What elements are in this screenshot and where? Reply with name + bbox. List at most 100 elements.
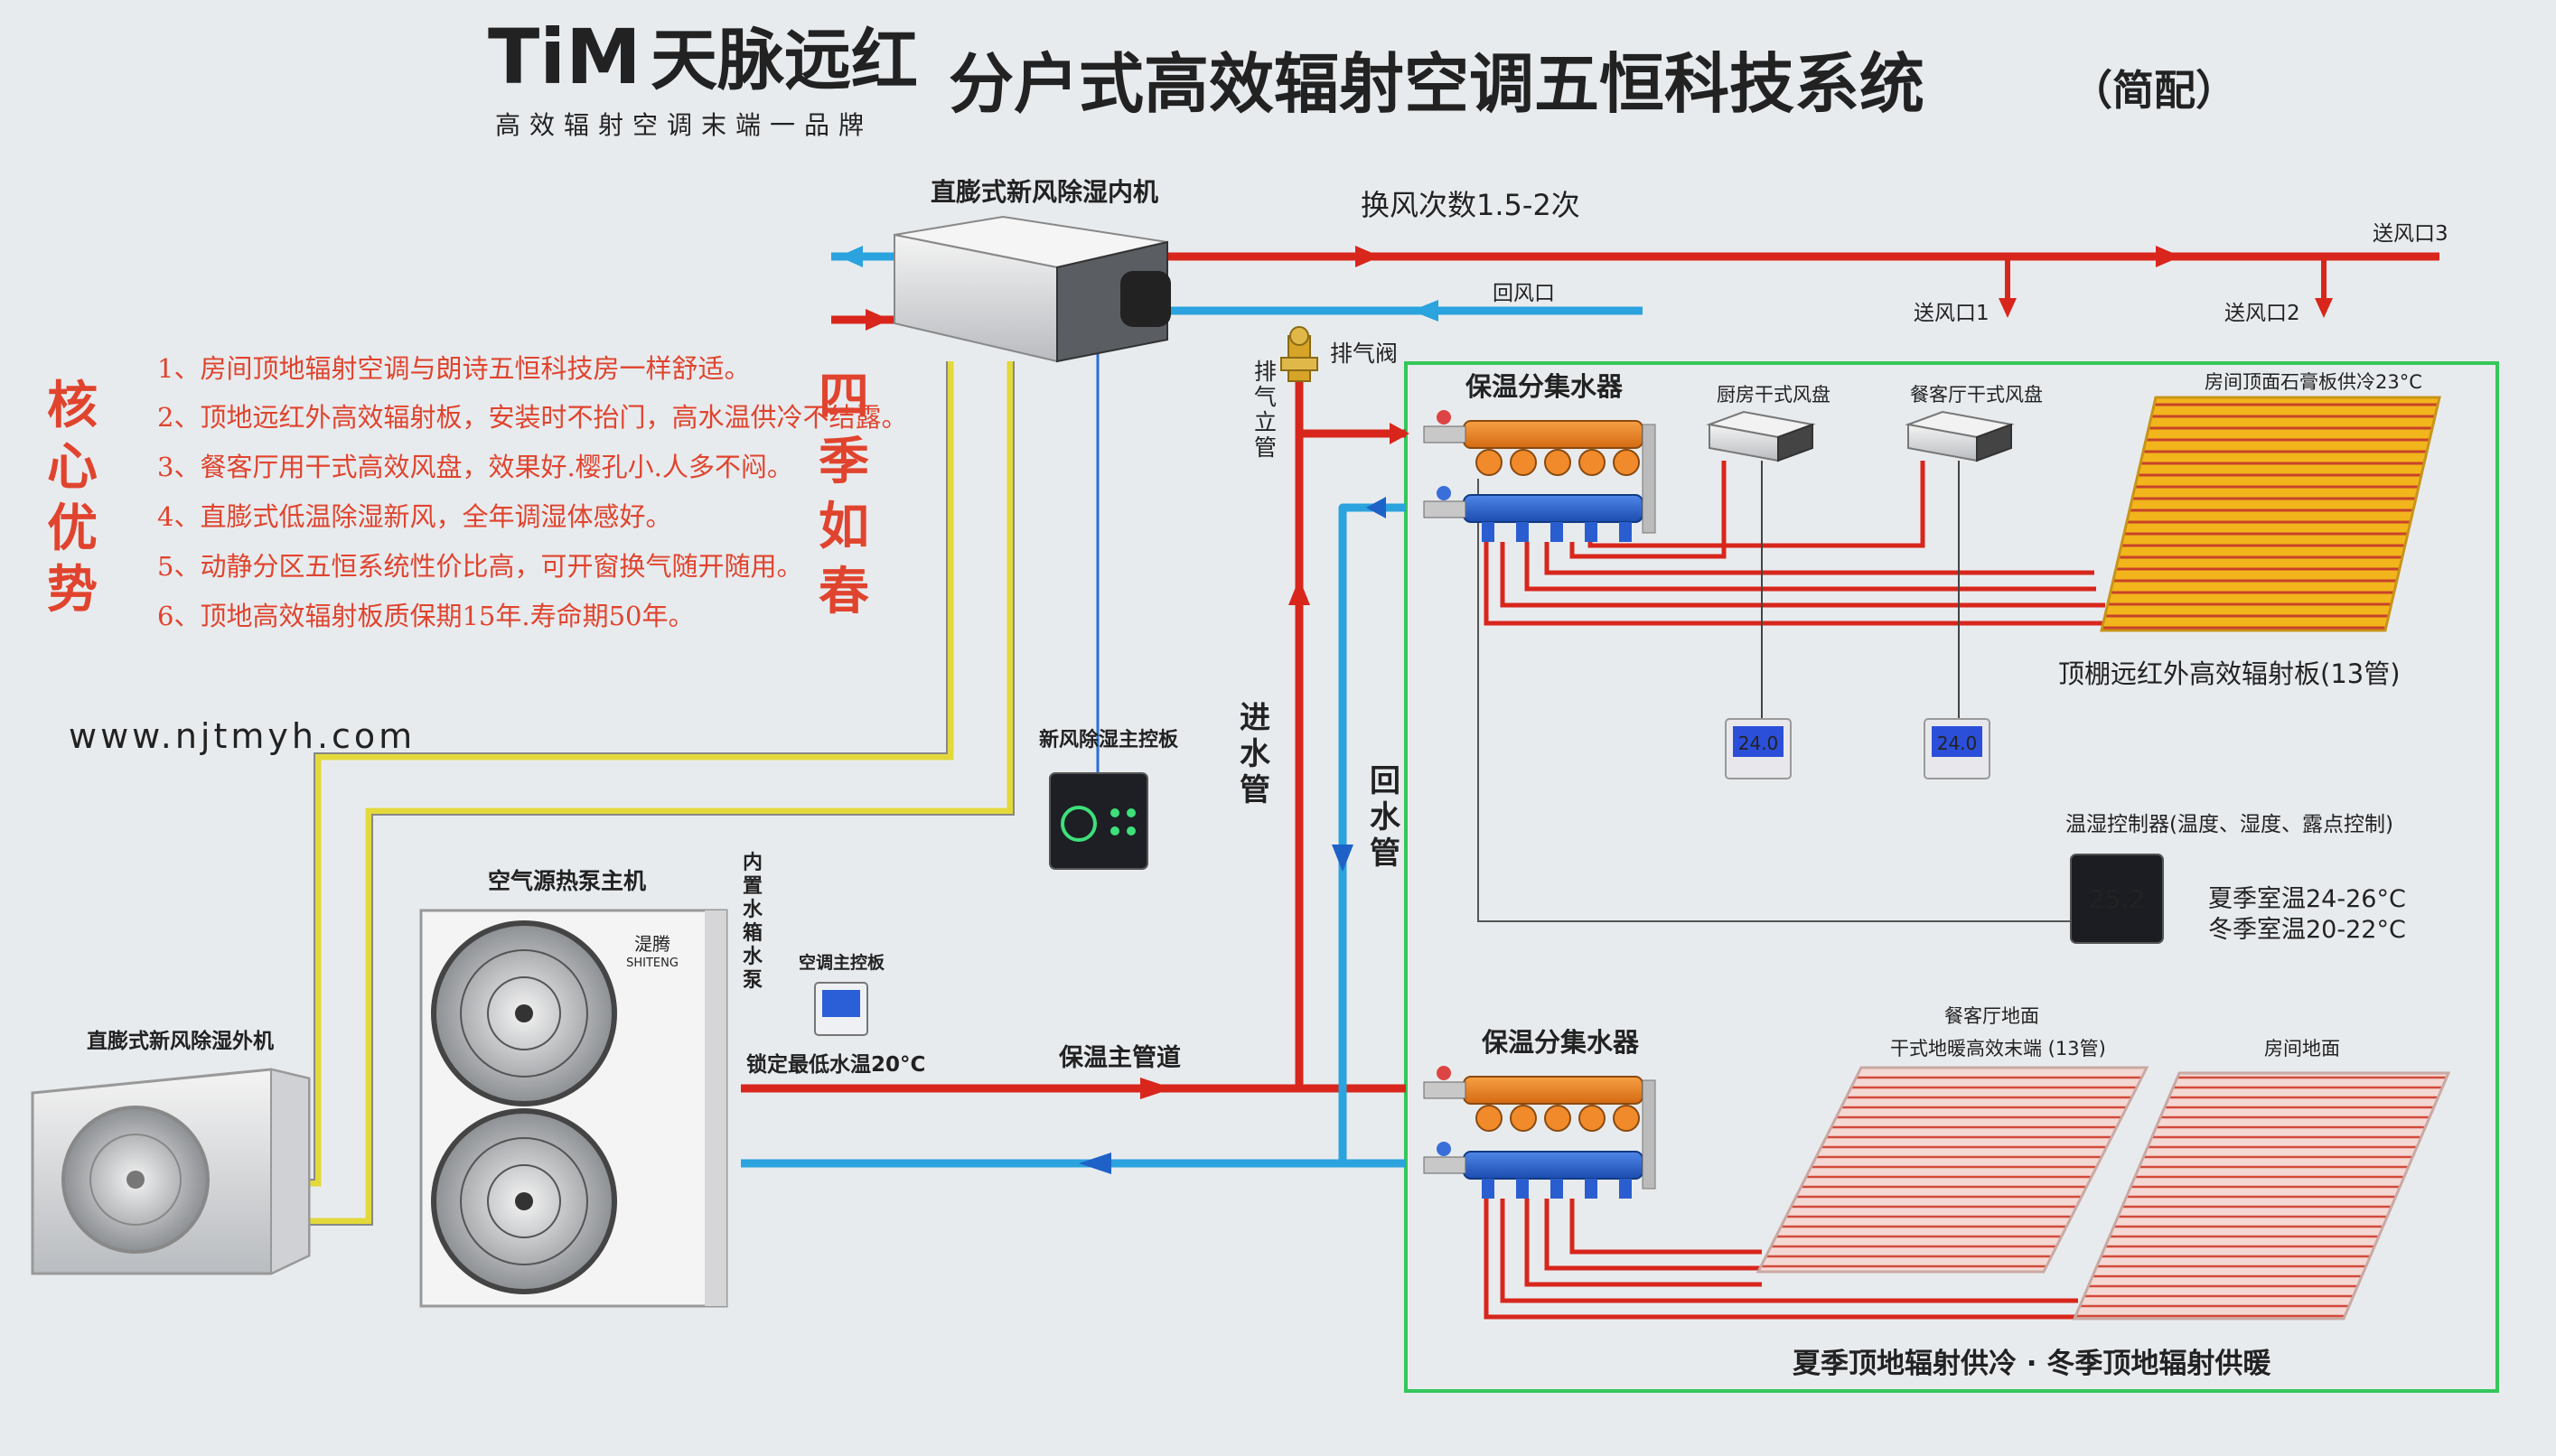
humidity-controller[interactable]: 25.2 (2070, 854, 2164, 944)
dining-fcu-label: 餐客厅干式风盘 (1910, 384, 2043, 406)
outdoor-air-ducts (831, 246, 894, 331)
core-advantages-label: 核 心 优 势 (47, 376, 98, 620)
floor-dry-label: 干式地暖高效末端 (13管) (1890, 1038, 2106, 1059)
supply-water-pipes (741, 379, 1406, 1093)
room-floor-panel (2072, 1071, 2451, 1321)
floor-circuits (1484, 1199, 2078, 1320)
return-pipe-char: 管 (1370, 835, 1400, 872)
fresh-air-control-panel[interactable] (1049, 772, 1148, 870)
controller-display: 25.2 (2089, 884, 2145, 914)
fresh-air-outdoor-unit[interactable] (31, 1068, 311, 1275)
manifold-top[interactable] (1423, 410, 1656, 542)
core-char-3: 优 (47, 499, 98, 558)
return-pipe-label: 回 水 管 (1370, 763, 1401, 872)
signal-cables (307, 361, 1014, 1225)
kitchen-fan-coil[interactable] (1706, 410, 1816, 462)
advantage-item: 6、顶地高效辐射板质保期15年.寿命期50年。 (157, 601, 694, 631)
controller-wire (1477, 479, 2071, 922)
room-floor-label: 房间地面 (2264, 1038, 2340, 1059)
dining-thermostat[interactable]: 24.0 (1924, 718, 1990, 779)
advantages-list: 1、房间顶地辐射空调与朗诗五恒科技房一样舒适。 2、顶地远红外高效辐射板，安装时… (157, 353, 907, 631)
exhaust-valve[interactable] (1280, 326, 1318, 382)
dining-fan-coil[interactable] (1905, 410, 2015, 462)
advantage-item: 4、直膨式低温除湿新风，全年调湿体感好。 (157, 501, 671, 532)
tank-pump-char: 水 (743, 946, 763, 968)
manifold-top-label: 保温分集水器 (1465, 371, 1624, 402)
air-change-label: 换风次数1.5-2次 (1361, 188, 1580, 222)
heat-pump-unit[interactable]: 湜腾 SHITENG (419, 909, 728, 1308)
kitchen-fcu-label: 厨房干式风盘 (1717, 384, 1830, 406)
core-char-1: 核 (47, 376, 98, 435)
thermostat-display: 24.0 (1937, 733, 1978, 754)
season-char-3: 如 (819, 497, 869, 556)
top-circuits (1484, 461, 2109, 626)
min-water-temp-label: 锁定最低水温20°C (746, 1052, 925, 1077)
thermostat-display: 24.0 (1738, 733, 1779, 754)
advantage-item: 1、房间顶地辐射空调与朗诗五恒科技房一样舒适。 (157, 353, 750, 384)
main-pipe-label: 保温主管道 (1058, 1043, 1181, 1072)
winter-temp: 冬季室温20-22°C (2208, 916, 2406, 944)
core-char-4: 势 (47, 560, 98, 620)
logo-latin: TiM (488, 13, 641, 101)
exhaust-pipe-char: 气 (1254, 384, 1277, 410)
season-char-2: 季 (819, 432, 869, 491)
brand-logo: TiM 天脉远红 高效辐射空调末端一品牌 (488, 13, 918, 140)
heat-pump-brand-cn: 湜腾 (634, 933, 670, 955)
indoor-unit-label: 直膨式新风除湿内机 (931, 177, 1158, 207)
advantage-item: 2、顶地远红外高效辐射板，安装时不抬门，高水温供冷不结露。 (157, 402, 907, 433)
logo-chinese: 天脉远红 (651, 22, 918, 99)
fresh-air-indoor-unit[interactable] (894, 215, 1171, 363)
return-vent-label: 回风口 (1493, 282, 1555, 305)
outlet-1-label: 送风口1 (1914, 302, 1990, 325)
core-char-2: 心 (47, 437, 98, 497)
tank-pump-char: 内 (743, 852, 763, 874)
supply-pipe-char: 管 (1240, 772, 1270, 808)
summer-temp: 夏季室温24-26°C (2208, 885, 2406, 913)
pipe-flow-arrows (1079, 423, 1409, 1174)
indoor-zone-border (1404, 361, 2499, 1393)
exhaust-valve-label: 排气阀 (1330, 341, 1398, 367)
season-char-4: 春 (819, 562, 869, 621)
tank-pump-char: 置 (743, 875, 763, 898)
supply-pipe-char: 水 (1240, 736, 1271, 772)
ceiling-panel-caption: 顶棚远红外高效辐射板(13管) (2058, 658, 2401, 689)
ac-panel-label: 空调主控板 (799, 952, 885, 973)
exhaust-pipe-char: 排 (1254, 359, 1277, 385)
four-seasons-label: 四 季 如 春 (819, 367, 869, 621)
exhaust-pipe-label: 排 气 立 管 (1254, 359, 1277, 461)
tank-pump-char: 泵 (743, 969, 763, 992)
exhaust-pipe-char: 管 (1254, 434, 1277, 461)
signal-cable-outline (307, 361, 1015, 1226)
ceiling-radiant-panel (2100, 396, 2441, 632)
advantage-item: 3、餐客厅用干式高效风盘，效果好.樱孔小.人多不闷。 (157, 452, 793, 482)
advantage-item: 5、动静分区五恒系统性价比高，可开窗换气随开随用。 (157, 551, 802, 582)
manifold-bottom-label: 保温分集水器 (1481, 1027, 1640, 1058)
return-pipe-char: 水 (1370, 799, 1401, 835)
dining-floor-label: 餐客厅地面 (1944, 1005, 2039, 1027)
season-char-1: 四 (819, 367, 869, 426)
kitchen-thermostat[interactable]: 24.0 (1725, 718, 1792, 779)
return-pipe-char: 回 (1370, 763, 1400, 799)
supply-pipe-char: 进 (1240, 700, 1270, 736)
bottom-caption: 夏季顶地辐射供冷 · 冬季顶地辐射供暖 (1793, 1348, 2271, 1380)
humidity-controller-label: 温湿控制器(温度、湿度、露点控制) (2065, 813, 2393, 836)
outlet-2-label: 送风口2 (2224, 302, 2300, 325)
tank-pump-char: 水 (743, 899, 763, 921)
ceiling-panel-label: 房间顶面石膏板供冷23°C (2205, 371, 2422, 393)
tank-pump-char: 箱 (743, 921, 763, 945)
website-watermark: www.njtmyh.com (69, 716, 416, 756)
fresh-air-panel-label: 新风除湿主控板 (1039, 728, 1179, 751)
supply-pipe-label: 进 水 管 (1240, 700, 1271, 808)
heat-pump-label: 空气源热泵主机 (488, 868, 646, 894)
ac-control-panel[interactable] (814, 982, 868, 1036)
page-title: 分户式高效辐射空调五恒科技系统 (949, 45, 1924, 122)
tank-pump-label: 内 置 水 箱 水 泵 (743, 852, 763, 992)
manifold-bottom[interactable] (1423, 1066, 1656, 1199)
supply-air-duct (1167, 246, 2439, 318)
outlet-3-label: 送风口3 (2373, 222, 2448, 246)
heat-pump-brand-en: SHITENG (626, 957, 679, 970)
exhaust-pipe-char: 立 (1254, 409, 1277, 435)
logo-tagline: 高效辐射空调末端一品牌 (495, 110, 873, 140)
fcu-wires (1761, 461, 1960, 723)
